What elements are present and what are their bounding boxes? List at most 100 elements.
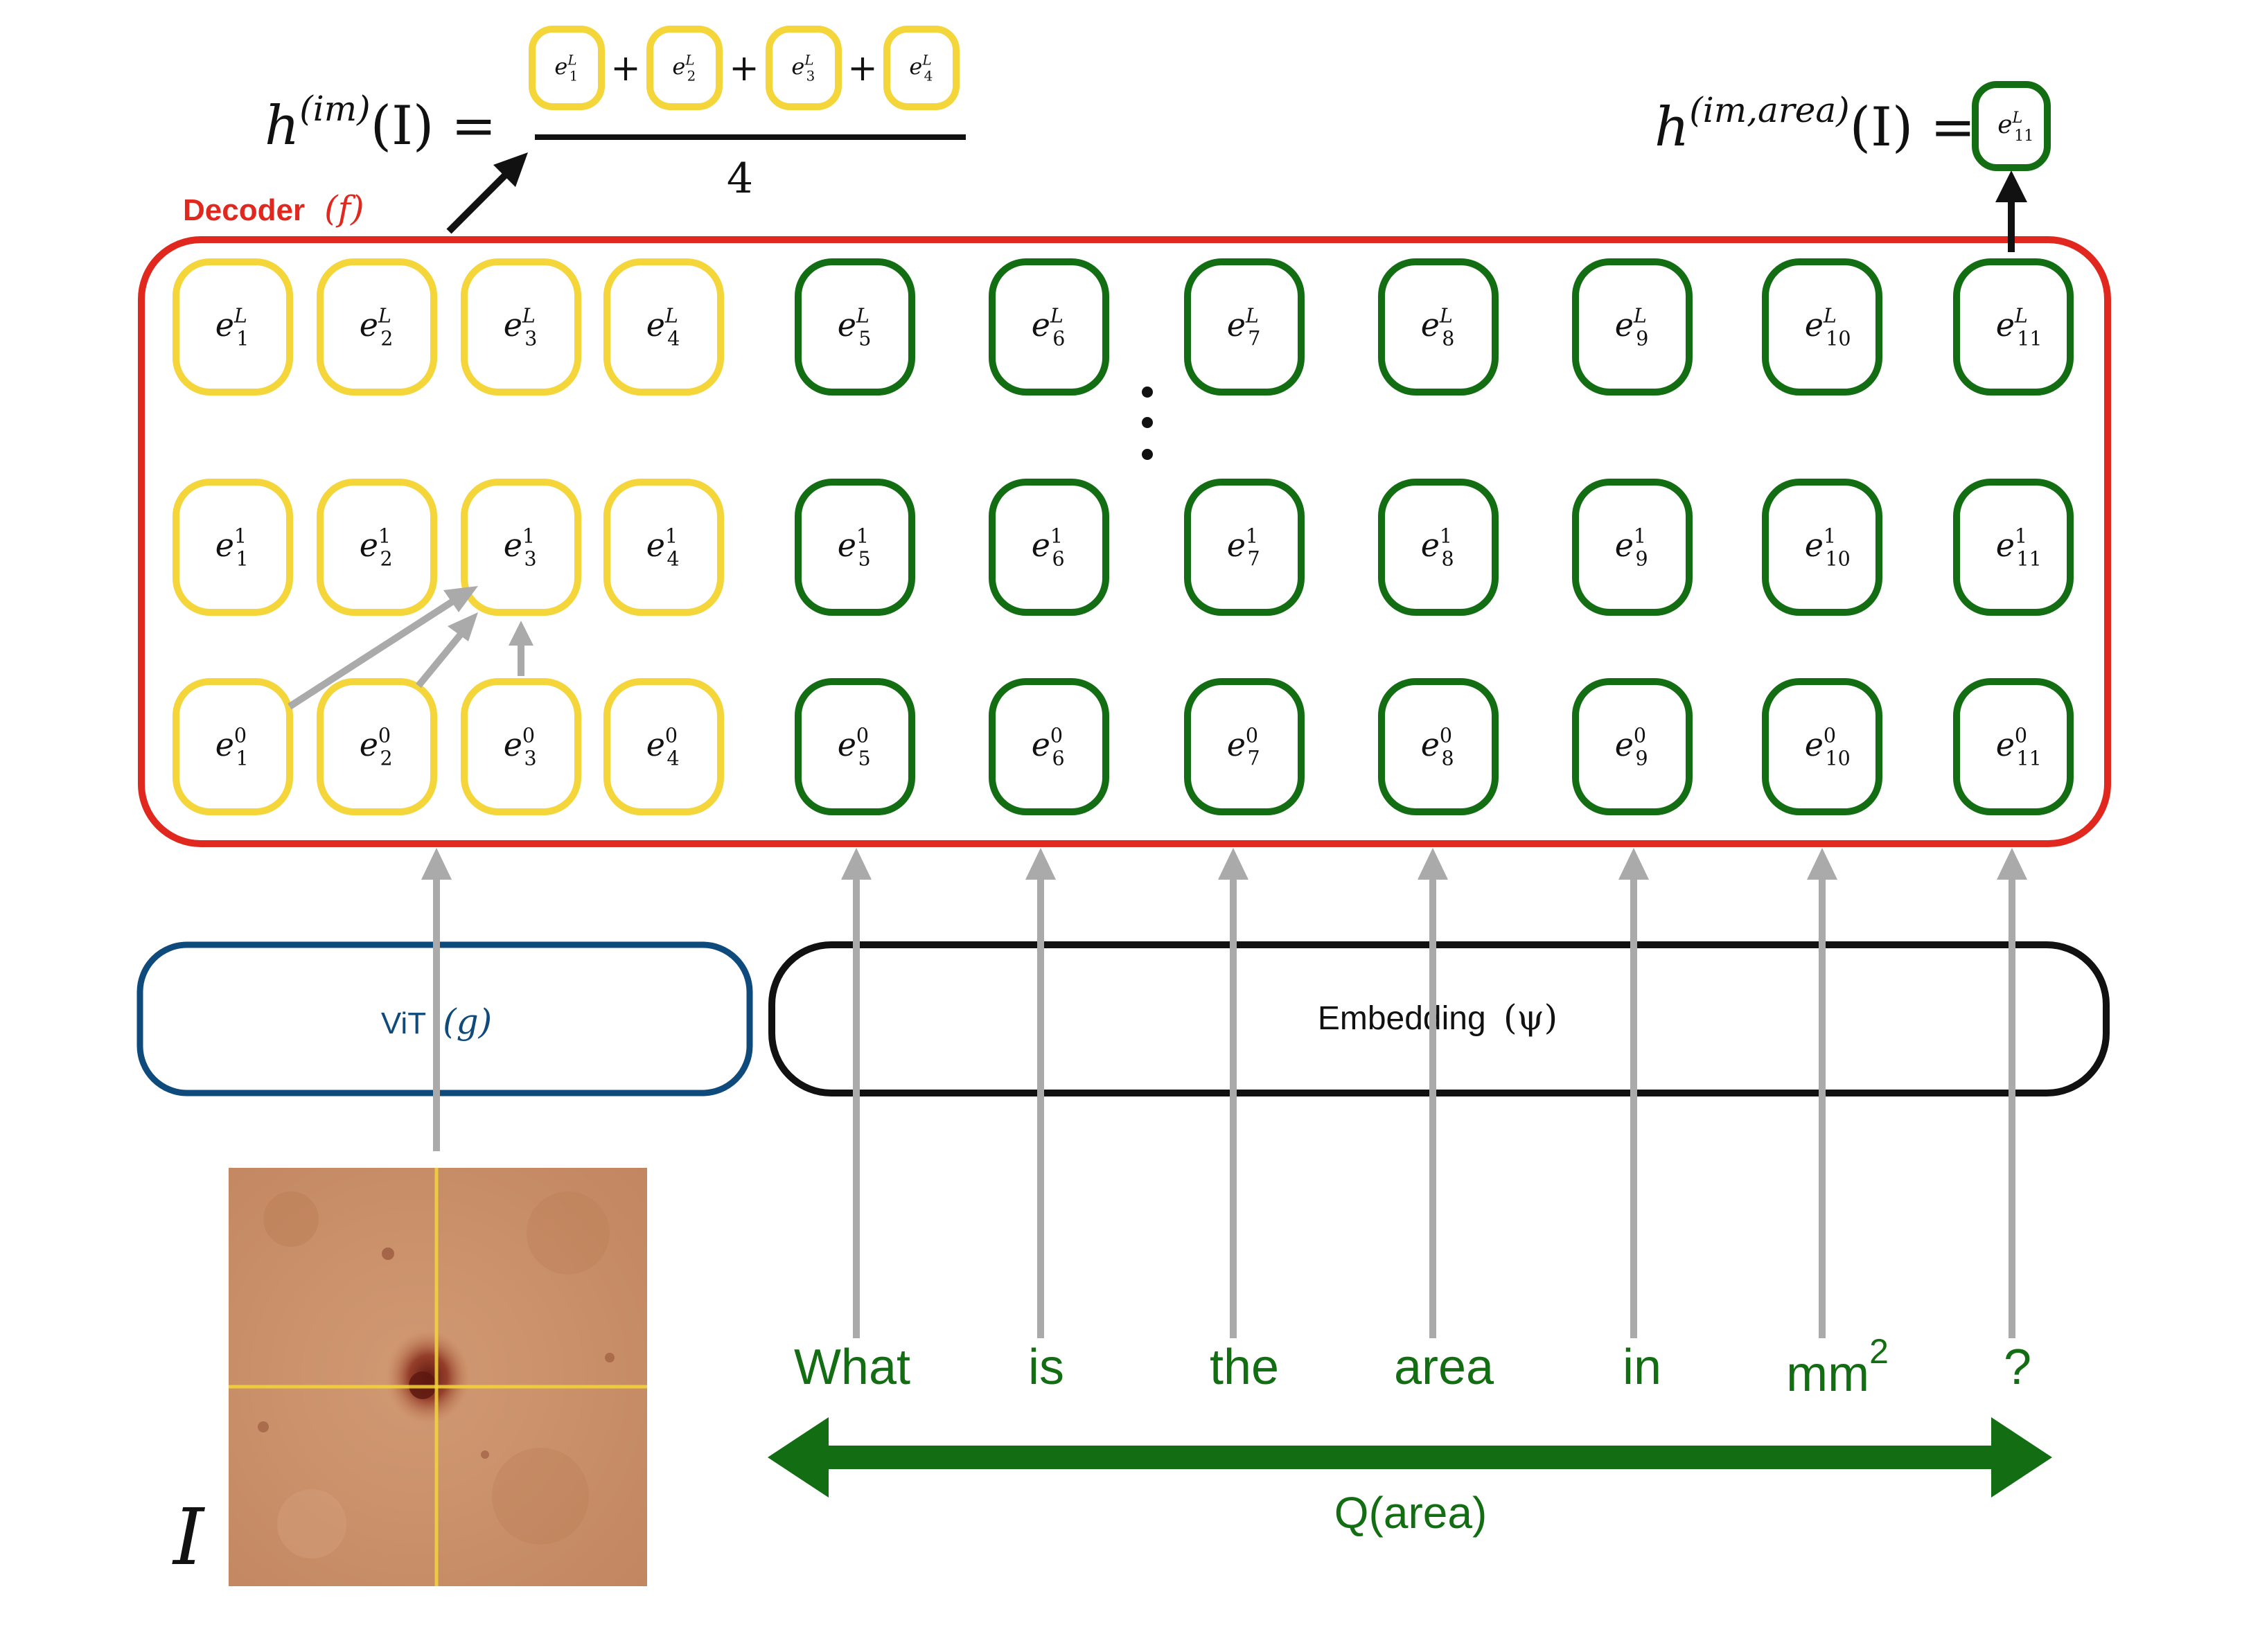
question-word-3: the (1210, 1340, 1279, 1395)
token-e6-layer-L-box (989, 258, 1109, 396)
question-word-5: in (1623, 1340, 1661, 1395)
token-e6-layer-1-box (989, 479, 1109, 616)
question-word-6: mm2 (1786, 1332, 1889, 1402)
decoder-label: Decoder (f) (183, 188, 364, 229)
vit-box (136, 941, 753, 1096)
formula-area-arrow-head (1995, 170, 2027, 202)
token-e9-layer-0-box (1572, 678, 1693, 815)
token-e10-layer-L-box (1762, 258, 1882, 396)
token-e6-layer-0-box (989, 678, 1109, 815)
image-label: I (172, 1493, 206, 1583)
token-e8-layer-0-box (1378, 678, 1499, 815)
vit-symbol: (g) (443, 1002, 492, 1042)
decoder-label-text: Decoder (183, 193, 305, 227)
question-word-7: ? (2004, 1340, 2031, 1395)
token-e1-layer-0-box (173, 678, 293, 815)
input-arrowhead-5 (1418, 848, 1448, 880)
formula-area-h: h (1654, 96, 1689, 159)
vit-label-text: ViT (381, 1006, 426, 1040)
numerator-plus-2: + (729, 48, 759, 89)
token-e4-layer-L-box (603, 258, 724, 396)
token-e11-layer-L-box (1953, 258, 2074, 396)
formula-im-h: h (265, 95, 299, 157)
input-arrowhead-7 (1807, 848, 1837, 880)
input-arrowhead-4 (1218, 848, 1248, 880)
token-e11-layer-1-box (1953, 479, 2074, 616)
attention-arrow-2 (416, 629, 466, 689)
formula-area-arg: (I) = (1850, 96, 1976, 159)
token-e8-layer-1-box (1378, 479, 1499, 616)
token-e5-layer-L-box (795, 258, 915, 396)
token-e9-layer-L-box (1572, 258, 1693, 396)
formula-im-arrow-shaft (446, 172, 509, 234)
token-e9-layer-1-box (1572, 479, 1693, 616)
token-e3-layer-L-box (461, 258, 581, 396)
input-arrowhead-6 (1618, 848, 1649, 880)
input-arrowhead-3 (1025, 848, 1056, 880)
question-label: Q(area) (1334, 1488, 1488, 1538)
embedding-box (768, 941, 2110, 1096)
input-arrows (421, 848, 2027, 1338)
token-e7-layer-L-box (1184, 258, 1305, 396)
token-e7-layer-0-box (1184, 678, 1305, 815)
token-e10-layer-1-box (1762, 479, 1882, 616)
formula-im-arrow-head (493, 152, 528, 187)
token-e2-layer-0-box (317, 678, 437, 815)
question-word-2: is (1028, 1340, 1064, 1395)
formula-im-arg: (I) = (371, 95, 497, 157)
